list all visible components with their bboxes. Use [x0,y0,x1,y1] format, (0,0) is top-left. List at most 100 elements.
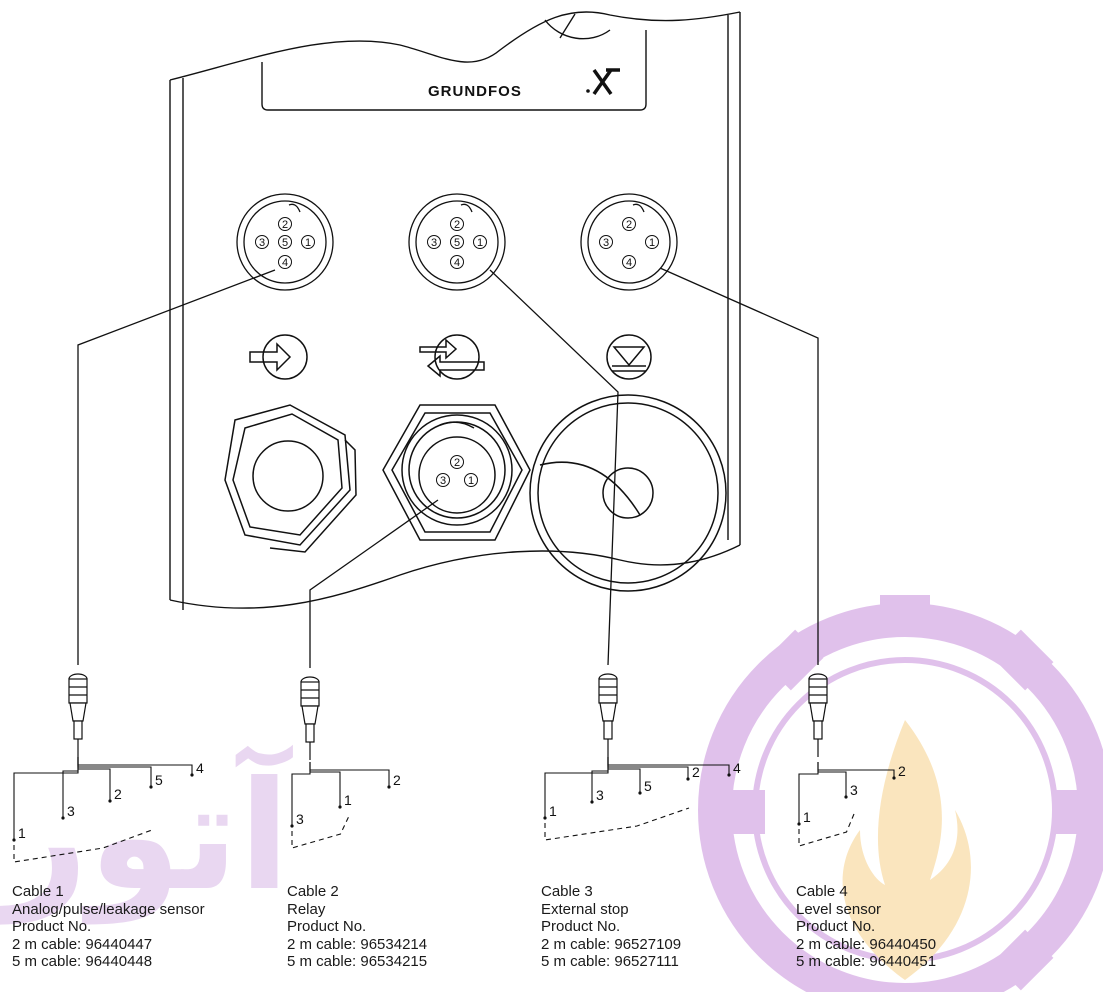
wire [817,762,895,778]
cable-2-title: Cable 2 [287,883,339,900]
pin-marker: 2 [450,217,464,231]
grundfos-logo: GRUNDFOS [428,68,620,100]
pin-number: 1 [649,237,655,249]
input-icon [249,334,308,380]
blind-plug [529,394,727,592]
shield-outline [798,813,855,847]
pump-panel [169,11,741,610]
pin-number: 1 [305,237,311,249]
wire-end [290,824,294,828]
watermark-gear-icon [698,595,1103,992]
cable-4-5m: 5 m cable: 96440451 [796,953,937,971]
relay-pin-marker: 3 [436,473,450,487]
pin-marker: 1 [645,235,659,249]
cable-3-function: External stop [541,900,629,918]
wire-end [892,776,896,780]
cable-3-product-label: Product No. [541,918,621,936]
cable-1-title: Cable 1 [12,883,64,900]
wire [13,757,79,840]
pin-marker: 5 [450,235,464,249]
wire-end [61,816,65,820]
cable-plugs [68,673,828,760]
wire-pin-number: 4 [733,760,741,776]
relay-pin-marker: 1 [464,473,478,487]
cable-1-label: Cable 1 Analog/pulse/leakage sensor Prod… [12,883,205,971]
pin-marker: 1 [301,235,315,249]
pin-number: 5 [454,237,460,249]
cable-4-label: Cable 4 Level sensor Product No. 2 m cab… [796,883,936,971]
wire [817,762,847,797]
wire-end [797,822,801,826]
socket-level [580,193,678,291]
wire-end [149,785,153,789]
pin-marker: 1 [473,235,487,249]
wire-pin-number: 2 [692,764,700,780]
wire-pin-number: 1 [549,803,557,819]
cable-3-title: Cable 3 [541,883,593,900]
pin-marker: 4 [450,255,464,269]
wire-end [12,838,16,842]
cable-1-5m: 5 m cable: 96440448 [12,953,153,971]
cable-1-2m: 2 m cable: 96440447 [12,935,153,953]
pin-marker: 3 [255,235,269,249]
wire-end [638,791,642,795]
cable-4-2m: 2 m cable: 96440450 [796,935,937,953]
level-sensor-icon [606,334,652,380]
cable-2-function: Relay [287,900,326,918]
wire [607,757,689,779]
wire [309,762,390,787]
wire-end [590,800,594,804]
pin-number: 1 [477,237,483,249]
wire [309,762,341,807]
pin-number: 4 [454,257,460,269]
pin-marker: 4 [278,255,292,269]
cable-plug-icon [68,673,88,757]
pin-marker: 3 [427,235,441,249]
cable-3-2m: 2 m cable: 96527109 [541,935,682,953]
wire-pin-number: 2 [393,772,401,788]
pin-number: 2 [282,219,288,231]
pin-number: 3 [259,237,265,249]
cable-4-title: Cable 4 [796,883,848,900]
cable-run-1 [77,269,276,665]
wire-pin-number: 3 [850,782,858,798]
cable-runs [77,267,819,668]
socket-external-stop [408,193,506,291]
pin-number: 5 [282,237,288,249]
cable-2-2m: 2 m cable: 96534214 [287,935,428,953]
pin-marker: 2 [622,217,636,231]
pin-marker: 4 [622,255,636,269]
wire [291,762,311,826]
pin-marker: 5 [278,235,292,249]
grundfos-x-icon [592,68,620,96]
pin-number: 3 [431,237,437,249]
wire-pin-number: 1 [344,792,352,808]
wire-pin-number: 5 [155,772,163,788]
cable-4-function: Level sensor [796,900,882,918]
wire-pin-number: 5 [644,778,652,794]
cable-plug-icon [598,673,618,757]
pin-number: 3 [440,475,446,487]
cable-run-4 [659,267,819,665]
wire-pin-number: 3 [296,811,304,827]
wire-end [338,805,342,809]
cable-2-5m: 5 m cable: 96534215 [287,953,428,971]
cable-run-3 [489,269,619,666]
wire-end [543,816,547,820]
wire-pin-number: 2 [114,786,122,802]
cable-2-label: Cable 2 Relay Product No. 2 m cable: 965… [287,883,427,971]
socket-analog [236,193,334,291]
pin-number: 2 [626,219,632,231]
wire-pin-number: 3 [67,803,75,819]
relay-pin-marker: 2 [450,455,464,469]
wire-pin-number: 1 [803,809,811,825]
wire [607,757,641,793]
shield-outline [544,807,690,841]
pin-number: 2 [454,457,460,469]
wire [544,757,609,818]
pin-number: 2 [454,219,460,231]
cable-gland [224,404,357,553]
